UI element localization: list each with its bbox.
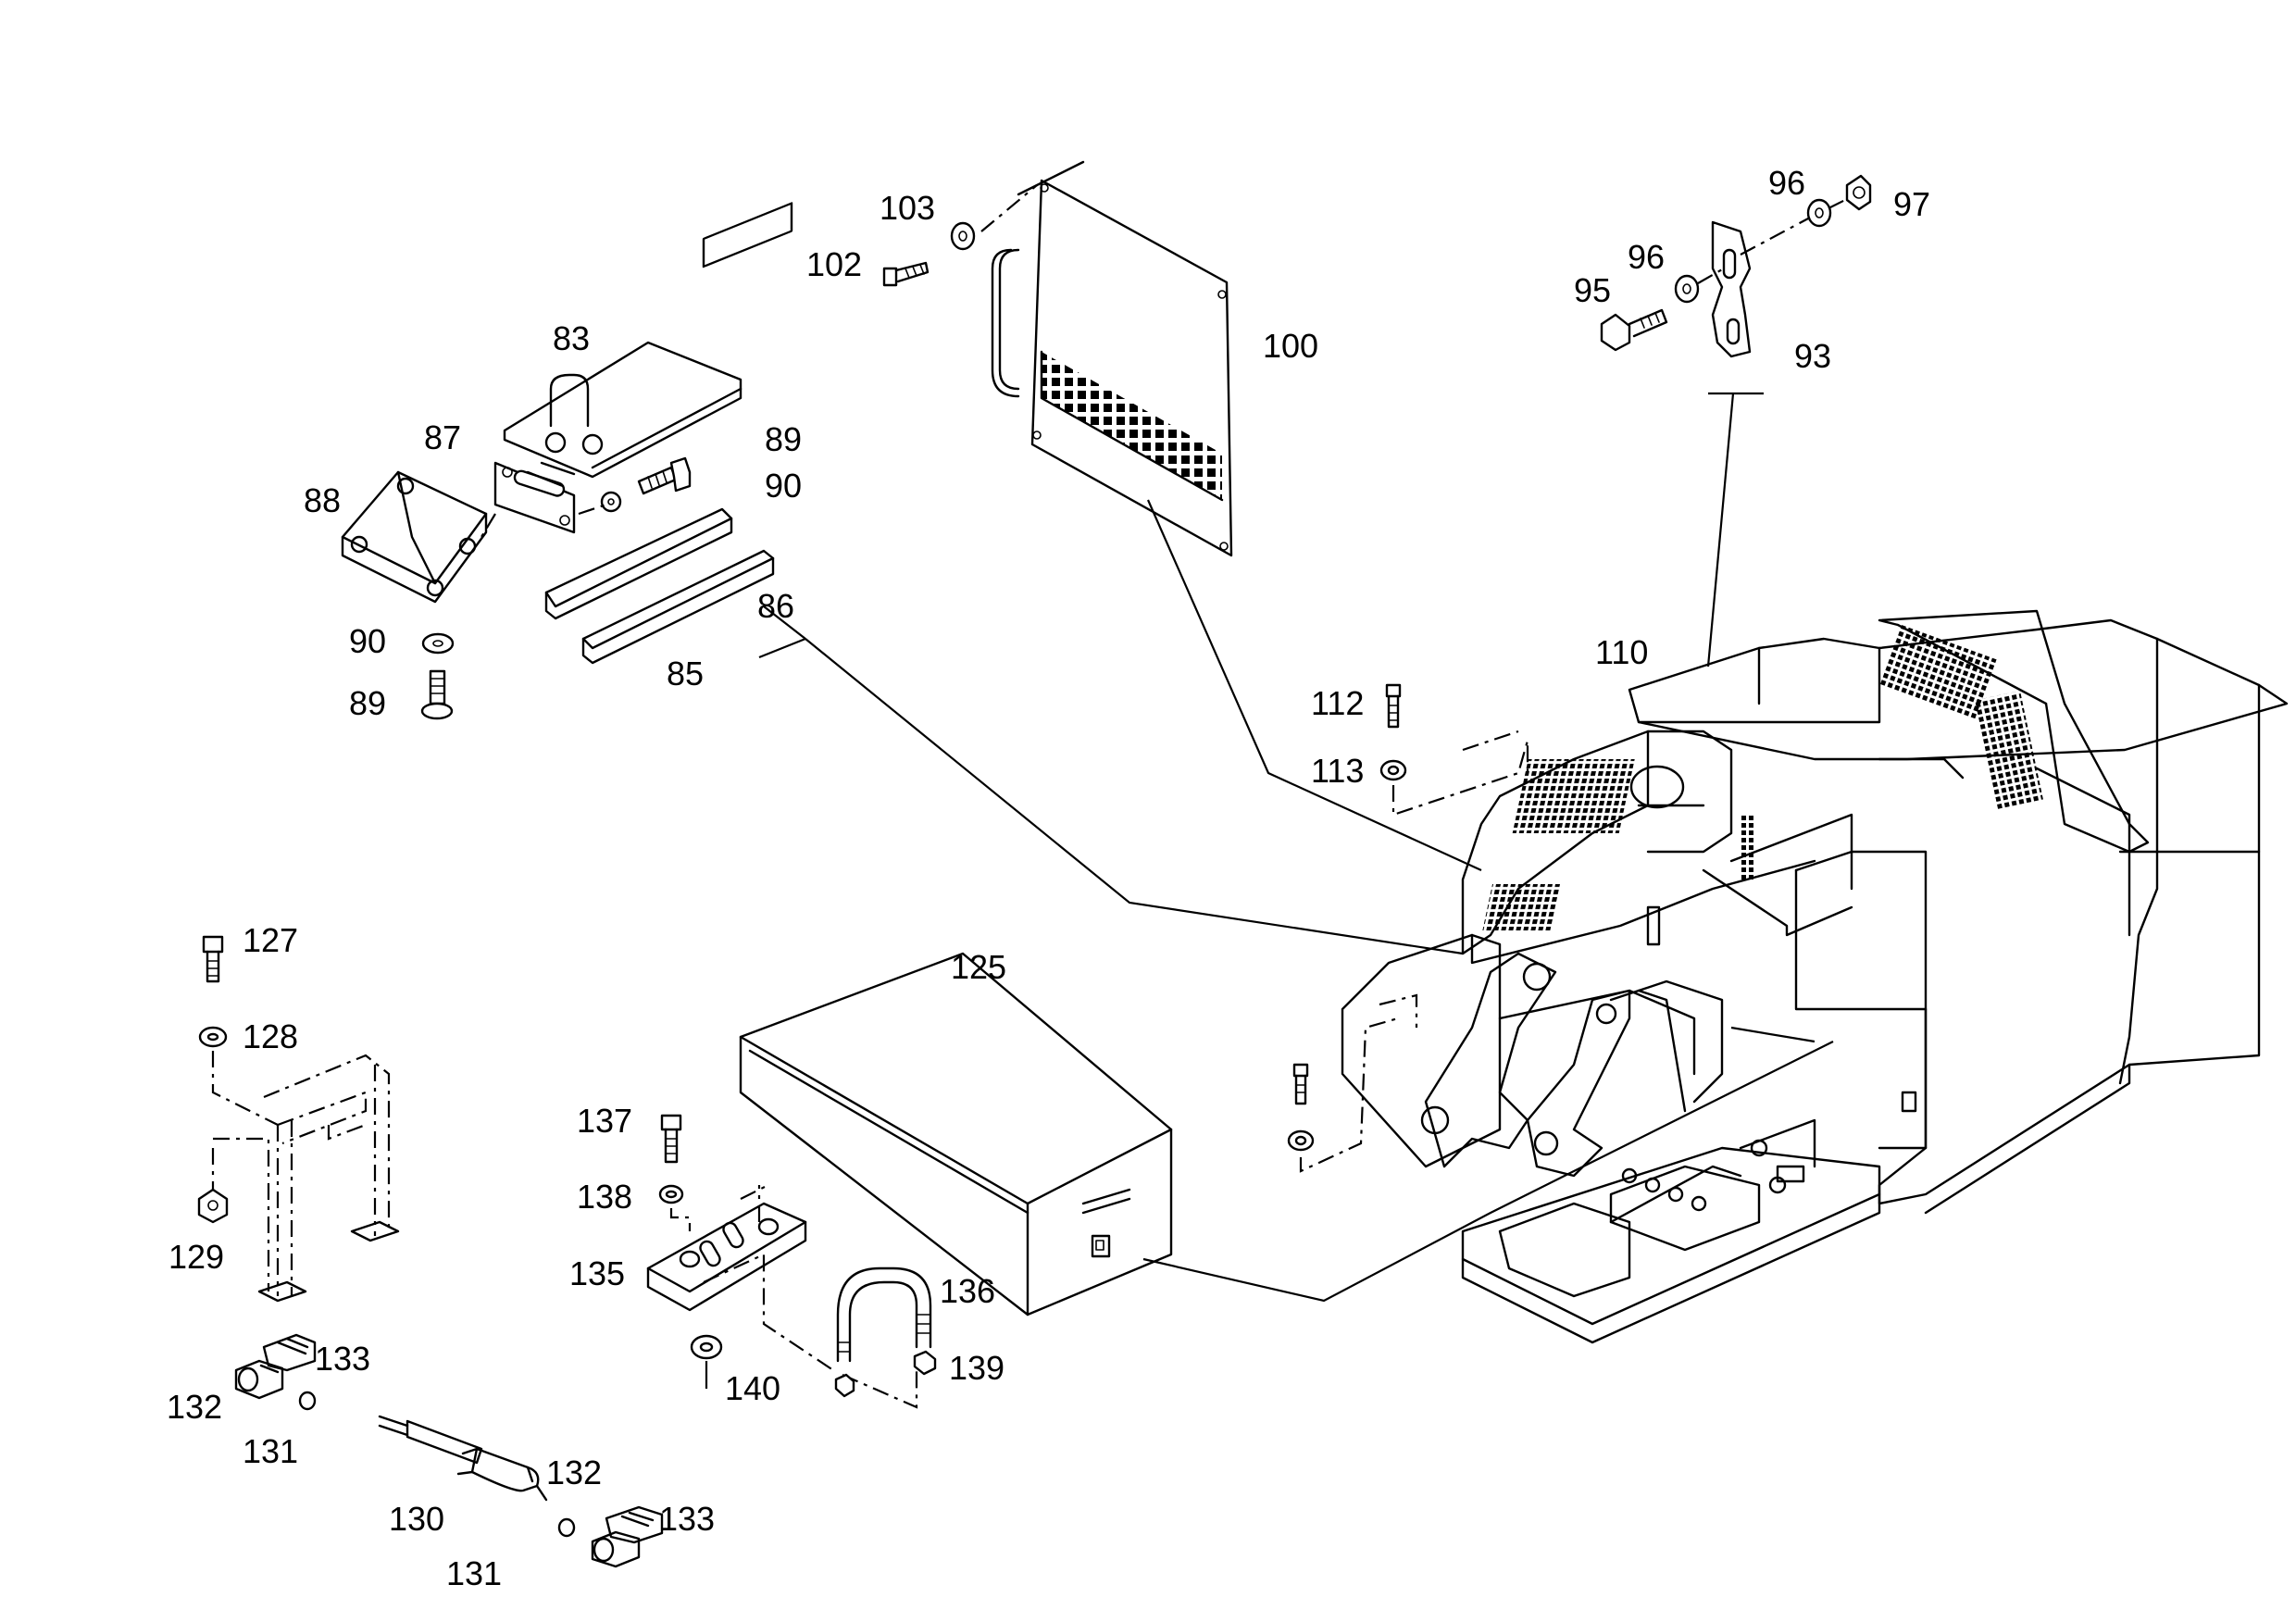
callout-labels: 83 87 88 89 90 86 85 90 89 102 103 100 9…	[167, 164, 1930, 1592]
callout-102: 102	[806, 245, 862, 283]
bracket-93	[1711, 220, 1752, 358]
end-fitting-133-upper	[262, 1333, 317, 1372]
callout-96-lower: 96	[1628, 238, 1665, 276]
callout-140: 140	[725, 1369, 780, 1407]
callout-129: 129	[168, 1238, 224, 1276]
callout-138: 138	[577, 1178, 632, 1216]
nut-129	[197, 1188, 229, 1224]
bolt-127	[202, 935, 224, 983]
washer-138	[658, 1184, 684, 1204]
callout-125: 125	[951, 948, 1006, 986]
bolt-102	[882, 261, 930, 287]
end-fitting-132-lower	[591, 1530, 641, 1568]
callout-131-upper: 131	[243, 1432, 298, 1470]
bolt-112	[1385, 683, 1402, 729]
callout-130: 130	[389, 1500, 444, 1538]
grille-panel-100	[991, 179, 1233, 557]
washer-90-upper	[600, 491, 622, 513]
callout-113: 113	[1311, 752, 1364, 790]
washer-131-upper	[298, 1391, 317, 1411]
callout-89-upper: 89	[765, 420, 802, 458]
support-frame	[211, 1051, 400, 1303]
callout-95: 95	[1574, 271, 1611, 309]
callout-133-lower: 133	[659, 1500, 715, 1538]
base-bolt	[1287, 1063, 1315, 1152]
plate-83	[503, 202, 793, 479]
washer-103	[950, 221, 976, 251]
callout-131-lower: 131	[446, 1554, 502, 1592]
gas-spring-130	[378, 1415, 548, 1502]
callout-112: 112	[1311, 684, 1364, 722]
nut-139	[834, 1350, 937, 1398]
callout-89-lower: 89	[349, 684, 386, 722]
end-fitting-132-upper	[234, 1359, 284, 1400]
washer-96-upper	[1806, 198, 1832, 228]
bolt-89-upper	[637, 456, 692, 495]
callout-133-upper: 133	[315, 1340, 370, 1378]
callout-110: 110	[1595, 633, 1648, 671]
strip-85	[581, 549, 775, 665]
end-fitting-133-lower	[605, 1505, 664, 1544]
box-125	[739, 952, 1173, 1316]
nut-97	[1845, 174, 1872, 211]
washer-131-lower	[557, 1517, 576, 1538]
callout-90-lower: 90	[349, 622, 386, 660]
machine-base-frame	[1341, 609, 2289, 1344]
plate-135	[646, 1202, 807, 1312]
callout-128: 128	[243, 1017, 298, 1055]
hinge-87	[493, 461, 576, 534]
callout-135: 135	[569, 1254, 625, 1292]
callout-97: 97	[1893, 185, 1930, 223]
washer-140	[690, 1334, 723, 1360]
washer-128	[198, 1026, 228, 1048]
callout-132-lower: 132	[546, 1454, 602, 1491]
washer-113	[1379, 759, 1407, 781]
strip-86	[544, 507, 733, 620]
callout-96-upper: 96	[1768, 164, 1805, 202]
callout-85: 85	[667, 655, 704, 692]
callout-103: 103	[880, 189, 935, 227]
bolt-137	[660, 1114, 682, 1164]
callout-132-upper: 132	[167, 1388, 222, 1426]
washer-90-lower	[421, 632, 455, 655]
bracket-88	[341, 470, 488, 604]
callout-90-upper: 90	[765, 467, 802, 505]
callout-88: 88	[304, 481, 341, 519]
callout-87: 87	[424, 418, 461, 456]
callout-93: 93	[1794, 337, 1831, 375]
callout-86: 86	[757, 587, 794, 625]
callout-136: 136	[940, 1272, 995, 1310]
bolt-89-lower	[420, 669, 454, 720]
callout-100: 100	[1263, 327, 1318, 365]
u-bolt-136	[836, 1266, 932, 1363]
bolt-95	[1600, 308, 1668, 352]
callout-83: 83	[553, 319, 590, 357]
callout-139: 139	[949, 1349, 1004, 1387]
callout-137: 137	[577, 1102, 632, 1140]
callout-127: 127	[243, 921, 298, 959]
washer-96-lower	[1674, 274, 1700, 304]
